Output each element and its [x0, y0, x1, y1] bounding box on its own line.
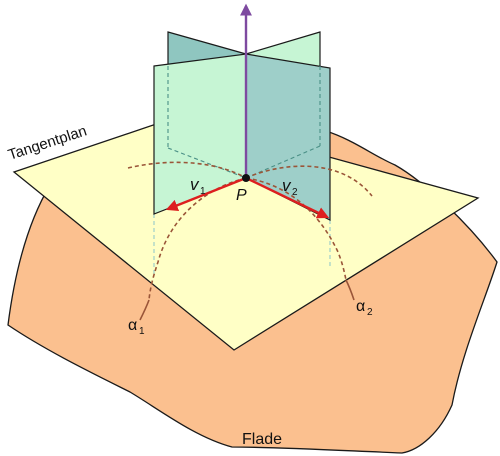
curve-on-plane-left [127, 161, 247, 179]
label-v2-sub: 2 [292, 187, 298, 198]
curve-alpha2 [345, 279, 355, 301]
curve-alpha1 [139, 299, 150, 321]
label-v2-main: v [282, 176, 292, 195]
vector-v2 [245, 176, 330, 219]
label-alpha2: α 2 [356, 298, 373, 318]
label-alpha1-main: α [128, 317, 137, 334]
label-v2: v 2 [282, 176, 298, 198]
label-surface: Flade [242, 431, 282, 448]
label-alpha2-main: α [356, 298, 365, 315]
plane-interior-dashes [167, 66, 321, 179]
curve-alpha2-dashed [245, 177, 347, 281]
vector-v1 [165, 176, 247, 212]
label-point-p: P [236, 187, 247, 204]
point-p [242, 174, 250, 182]
hidden-plane-edges [153, 214, 331, 275]
label-v1: v 1 [190, 175, 206, 197]
label-alpha1: α 1 [128, 317, 145, 337]
label-alpha1-sub: 1 [139, 326, 145, 337]
label-v1-sub: 1 [200, 186, 206, 197]
tangent-plane [12, 115, 480, 351]
curve-on-plane-right [245, 165, 373, 197]
label-alpha2-sub: 2 [367, 307, 373, 318]
label-v1-main: v [190, 175, 200, 194]
